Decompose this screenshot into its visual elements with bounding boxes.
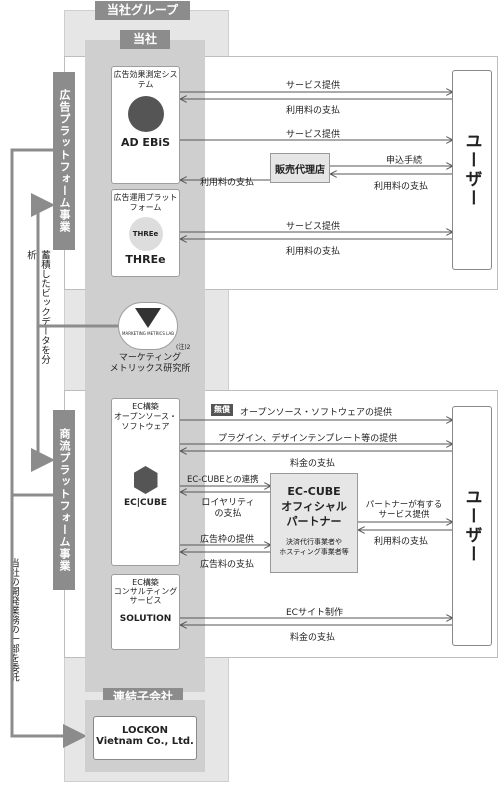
flow-fee-5: 利用料の支払 — [374, 537, 429, 547]
flow-ec-site: ECサイト制作 — [286, 608, 343, 618]
flow-partner-service-2: サービス提供 — [378, 510, 430, 520]
partner-line1: EC-CUBE — [287, 485, 341, 498]
group-title: 当社グループ — [95, 1, 190, 20]
solution-logo: SOLUTION — [119, 614, 172, 624]
flow-royalty-2: の支払 — [214, 509, 242, 519]
metrics-funnel-icon — [135, 308, 161, 328]
subsidiary-name-1: LOCKON — [121, 725, 169, 736]
flow-plugin: プラグイン、デザインテンプレート等の提供 — [218, 434, 398, 444]
partner-line3: パートナー — [286, 515, 342, 528]
eccube-logo: EC|CUBE — [124, 498, 167, 508]
flow-fee-2b: 利用料の支払 — [374, 182, 429, 192]
eccube-cube-icon — [133, 466, 158, 494]
flow-eccube-link: EC-CUBEとの連携 — [187, 475, 259, 485]
free-badge: 無償 — [211, 404, 233, 416]
sales-agency-box: 販売代理店 — [270, 153, 330, 183]
marketing-metrics-title: マーケティング メトリックス研究所 — [100, 353, 200, 375]
eccube-title: EC構築 オープンソース・ ソフトウェア — [112, 402, 179, 432]
adebis-mascot-icon — [127, 96, 164, 132]
users-label-bottom: ユーザー — [461, 488, 482, 564]
solution-title-2: コンサルティング — [113, 587, 178, 596]
flow-service-1: サービス提供 — [286, 81, 341, 91]
metrics-title-line1: マーケティング — [118, 353, 182, 363]
flow-service-2: サービス提供 — [286, 130, 341, 140]
flow-fee-1: 利用料の支払 — [286, 106, 341, 116]
partner-line2: オフィシャル — [281, 500, 347, 513]
ad-platform-label: 広告プラットフォーム事業 — [53, 72, 75, 250]
flow-royalty-1: ロイヤリティ — [201, 498, 255, 508]
flow-fee-6: 料金の支払 — [290, 633, 336, 643]
flow-apply: 申込手続 — [386, 156, 423, 166]
flow-partner-service: パートナーが有する サービス提供 — [360, 500, 448, 520]
flow-royalty: ロイヤリティ の支払 — [198, 498, 258, 520]
eccube-title-3: ソフトウェア — [121, 422, 170, 431]
metrics-title-line2: メトリックス研究所 — [109, 364, 191, 374]
commerce-platform-label: 商流プラットフォーム事業 — [53, 410, 75, 590]
lockon-vietnam-box: LOCKON Vietnam Co., Ltd. — [93, 716, 197, 760]
users-box-bottom: ユーザー — [452, 406, 492, 646]
flow-ad-fee: 広告料の支払 — [200, 560, 255, 570]
marketing-metrics-logo-card: MARKETING METRICS LAB — [118, 302, 178, 350]
eccube-title-1: EC構築 — [132, 402, 159, 411]
subsidiary-name-2: Vietnam Co., Ltd. — [96, 736, 194, 747]
three-title: 広告運用プラットフォーム — [113, 193, 178, 212]
flow-ad-slot: 広告枠の提供 — [200, 535, 255, 545]
adebis-card: 広告効果測定システム AD EBiS — [111, 66, 180, 184]
flow-fee-4: 料金の支払 — [290, 459, 336, 469]
flow-service-3: サービス提供 — [286, 222, 341, 232]
users-box-top: ユーザー — [452, 70, 492, 270]
solution-title: EC構築 コンサルティング サービス — [112, 578, 179, 605]
three-card: 広告運用プラットフォーム THREe THREe — [111, 189, 180, 277]
flow-fee-3: 利用料の支払 — [286, 247, 341, 257]
flow-partner-service-1: パートナーが有する — [365, 500, 443, 510]
metrics-logo-text: MARKETING METRICS LAB — [122, 331, 174, 336]
flow-fee-2a: 利用料の支払 — [200, 178, 255, 188]
flow-oss: オープンソース・ソフトウェアの提供 — [240, 408, 393, 418]
partner-note-1: 決済代行事業者や — [286, 538, 342, 546]
three-logo: THREe — [125, 253, 166, 266]
solution-title-1: EC構築 — [132, 578, 159, 587]
solution-card: EC構築 コンサルティング サービス SOLUTION — [111, 574, 180, 650]
solution-title-3: サービス — [129, 596, 162, 605]
metrics-note: (注)2 — [176, 344, 191, 351]
adebis-logo: AD EBiS — [120, 136, 171, 149]
eccube-title-2: オープンソース・ — [113, 412, 178, 421]
adebis-title: 広告効果測定システム — [113, 70, 178, 89]
partner-note-2: ホスティング事業者等 — [279, 548, 349, 556]
eccube-card: EC構築 オープンソース・ ソフトウェア EC|CUBE — [111, 398, 180, 566]
partner-box: EC-CUBE オフィシャル パートナー 決済代行事業者や ホスティング事業者等 — [270, 473, 358, 573]
three-small-logo: THREe — [128, 217, 163, 251]
users-label-top: ユーザー — [461, 132, 482, 208]
company-title: 当社 — [120, 30, 170, 49]
